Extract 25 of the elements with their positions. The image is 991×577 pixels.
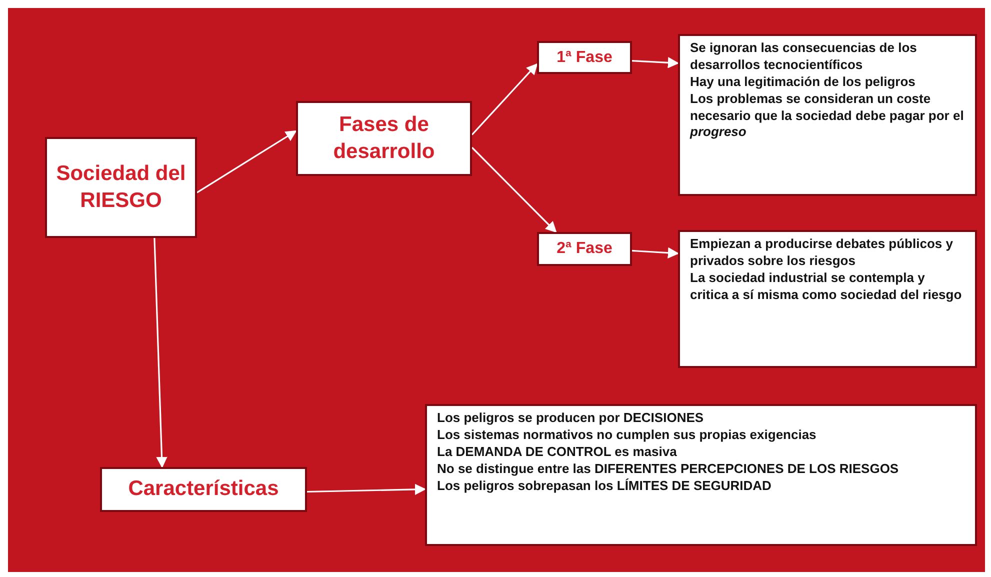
concept-box: Fases de desarrollo xyxy=(296,101,472,176)
statement-text: Los peligros sobrepasan los LÍMITES DE SEGURIDAD xyxy=(437,478,772,494)
concept-box: Sociedad del RIESGO xyxy=(45,137,197,238)
statement-text: La sociedad industrial se contempla y critica a sí misma como sociedad del riesgo xyxy=(690,270,963,304)
arrow xyxy=(632,247,680,258)
statement-text: Los problemas se consideran un coste necesario que la sociedad debe pagar por el progreso xyxy=(690,90,965,142)
statement-text: La DEMANDA DE CONTROL es masiva xyxy=(437,444,678,461)
arrow xyxy=(196,130,297,194)
text-box xyxy=(425,404,977,546)
arrow xyxy=(471,146,557,233)
text-box xyxy=(678,230,977,368)
text-box xyxy=(678,34,977,196)
statement-text: Los sistemas normativos no cumplen sus propias exigencias xyxy=(437,426,818,444)
arrow xyxy=(306,484,426,496)
arrow xyxy=(471,63,538,136)
concept-box: 2ª Fase xyxy=(537,232,632,266)
statement-text: Los peligros se producen por DECISIONES xyxy=(437,410,705,427)
statement-text: Hay una legitimación de los peligros xyxy=(690,74,916,91)
arrow xyxy=(154,238,168,468)
arrow xyxy=(632,57,680,68)
statement-text: Empiezan a producirse debates públicos y privados sobre los riesgos xyxy=(690,236,954,270)
statement-text: No se distingue entre las DIFERENTES PERCEPCIONES DE LOS RIESGOS xyxy=(437,460,900,478)
concept-box: Características xyxy=(100,467,307,512)
statement-text: Se ignoran las consecuencias de los desarrollos tecnocientíficos xyxy=(690,40,918,74)
concept-box: 1ª Fase xyxy=(537,41,632,74)
